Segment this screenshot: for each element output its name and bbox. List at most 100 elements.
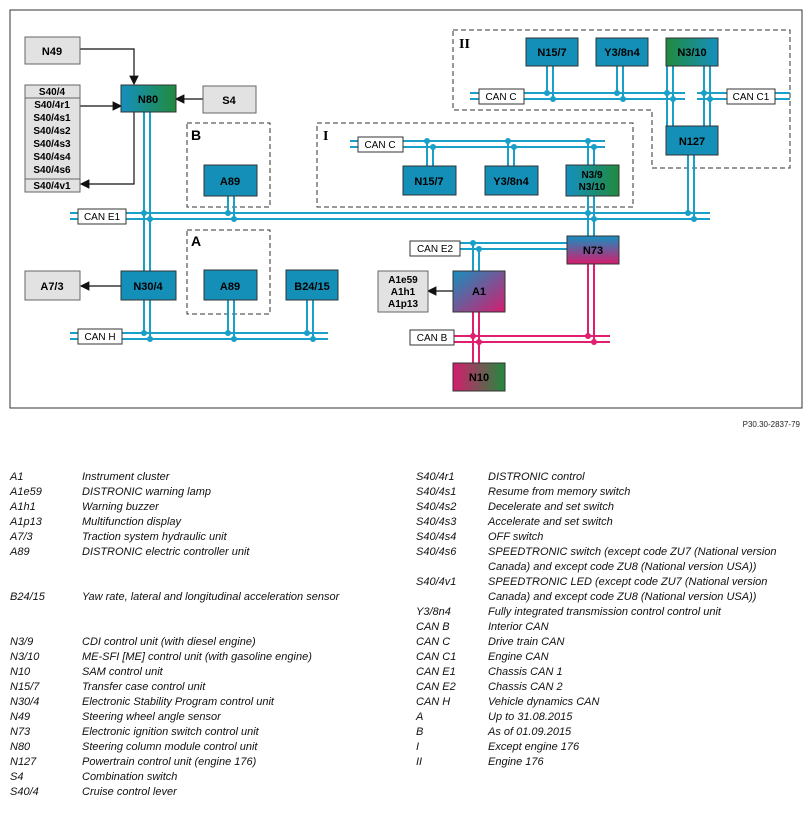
- legend-desc: Combination switch: [82, 771, 178, 783]
- n3-10-ii-label: N3/10: [677, 47, 706, 59]
- group-ii-frame: [452, 29, 791, 169]
- legend-desc: SAM control unit: [82, 666, 163, 678]
- a1-sub-list-box: [377, 270, 429, 313]
- n127-box: [665, 125, 719, 156]
- b24-15-label: B24/15: [294, 281, 329, 293]
- a1-sub-item: A1p13: [388, 299, 418, 310]
- legend-spacer: [10, 605, 410, 635]
- legend-desc: OFF switch: [488, 531, 544, 543]
- legend-desc: Up to 31.08.2015: [488, 711, 573, 723]
- n3-10-i-label: N3/10: [579, 182, 606, 193]
- s40-list: S40/4 S40/4r1 S40/4s1 S40/4s2 S40/4s3 S4…: [33, 87, 71, 192]
- legend-desc: Interior CAN: [488, 621, 549, 633]
- legend-desc: CDI control unit (with diesel engine): [82, 636, 256, 648]
- a89-a-box: [203, 269, 258, 301]
- legend-desc: Multifunction display: [82, 516, 182, 528]
- can-c-ii-label: CAN C: [485, 92, 516, 103]
- legend-code: S40/4s3: [416, 516, 457, 528]
- legend-code: N15/7: [10, 681, 40, 693]
- legend-code: S40/4s1: [416, 486, 457, 498]
- s4-label: S4: [222, 95, 236, 107]
- legend-desc: Steering wheel angle sensor: [82, 711, 221, 723]
- legend-code: A1e59: [10, 486, 42, 498]
- legend-desc: DISTRONIC electric controller unit: [82, 546, 250, 558]
- s40-item: S40/4s2: [33, 126, 71, 137]
- b24-15-box: [285, 269, 339, 301]
- pink-bus-lines: [410, 264, 610, 363]
- legend-desc: Transfer case control unit: [82, 681, 206, 693]
- can-c-ii-tag: [478, 88, 525, 105]
- legend-code: N80: [10, 741, 31, 753]
- legend-code: Y3/8n4: [416, 606, 451, 618]
- n80-box: [120, 84, 177, 113]
- legend-row: S40/4s2 Decelerate and set switch: [416, 500, 806, 515]
- s40-item: S40/4s1: [33, 113, 71, 124]
- blue-bus-lines: [70, 66, 790, 340]
- legend-code: CAN H: [416, 696, 451, 708]
- can-c-i-tag: [357, 136, 404, 153]
- legend-row: A7/3 Traction system hydraulic unit: [10, 530, 410, 545]
- diagram-frame: [9, 9, 803, 409]
- legend-row: A89 DISTRONIC electric controller unit: [10, 545, 410, 560]
- a1-label: A1: [472, 286, 486, 298]
- legend-code: B24/15: [10, 591, 45, 603]
- legend-code: N30/4: [10, 696, 40, 708]
- s40-item: S40/4s6: [33, 165, 71, 176]
- legend-code: I: [416, 741, 420, 753]
- n3-9-label: N3/9: [581, 170, 603, 181]
- legend-desc: Warning buzzer: [82, 501, 159, 513]
- y3-8n4-i-label: Y3/8n4: [493, 176, 529, 188]
- n3-9-box: [565, 164, 620, 197]
- n15-7-ii-label: N15/7: [537, 47, 566, 59]
- legend-desc: Except engine 176: [488, 741, 580, 753]
- legend-code: CAN C1: [416, 651, 457, 663]
- legend-desc: DISTRONIC warning lamp: [82, 486, 211, 498]
- pink-junction-dots: [470, 333, 597, 345]
- legend-row: S40/4s4 OFF switch: [416, 530, 806, 545]
- legend-desc: Electronic ignition switch control unit: [82, 726, 259, 738]
- s40-item: S40/4s3: [33, 139, 71, 150]
- can-c-i-label: CAN C: [364, 140, 395, 151]
- n73-label: N73: [583, 245, 603, 257]
- a1-sub-item: A1h1: [391, 287, 416, 298]
- legend-row: N15/7 Transfer case control unit: [10, 680, 410, 695]
- signal-arrows: [79, 48, 453, 296]
- legend-code: A7/3: [10, 531, 33, 543]
- can-h-tag: [77, 328, 123, 345]
- legend-code: S40/4s4: [416, 531, 457, 543]
- legend-code: S40/4s2: [416, 501, 457, 513]
- legend-desc: Fully integrated transmission control co…: [488, 606, 721, 618]
- network-diagram: N49 N80 S4 S40/4 S40/4r1 S40/4s1 S40/4s2…: [9, 9, 803, 409]
- legend-spacer: [10, 560, 410, 590]
- a7-3-label: A7/3: [40, 281, 63, 293]
- legend-code: S4: [10, 771, 24, 783]
- legend-desc: Chassis CAN 2: [488, 681, 563, 693]
- legend-desc: SPEEDTRONIC switch (except code ZU7 (Nat…: [488, 546, 777, 573]
- legend-desc: Instrument cluster: [82, 471, 170, 483]
- legend-desc: Drive train CAN: [488, 636, 565, 648]
- group-a-label: A: [191, 233, 201, 249]
- legend-desc: As of 01.09.2015: [488, 726, 572, 738]
- y3-8n4-ii-box: [595, 37, 649, 67]
- legend-desc: Decelerate and set switch: [488, 501, 614, 513]
- s4-box: [202, 85, 257, 114]
- legend-desc: Traction system hydraulic unit: [82, 531, 227, 543]
- legend-desc: Chassis CAN 1: [488, 666, 563, 678]
- legend-desc: Resume from memory switch: [488, 486, 631, 498]
- n30-4-box: [120, 270, 177, 301]
- can-c1-label: CAN C1: [733, 92, 770, 103]
- legend-code: A89: [10, 546, 30, 558]
